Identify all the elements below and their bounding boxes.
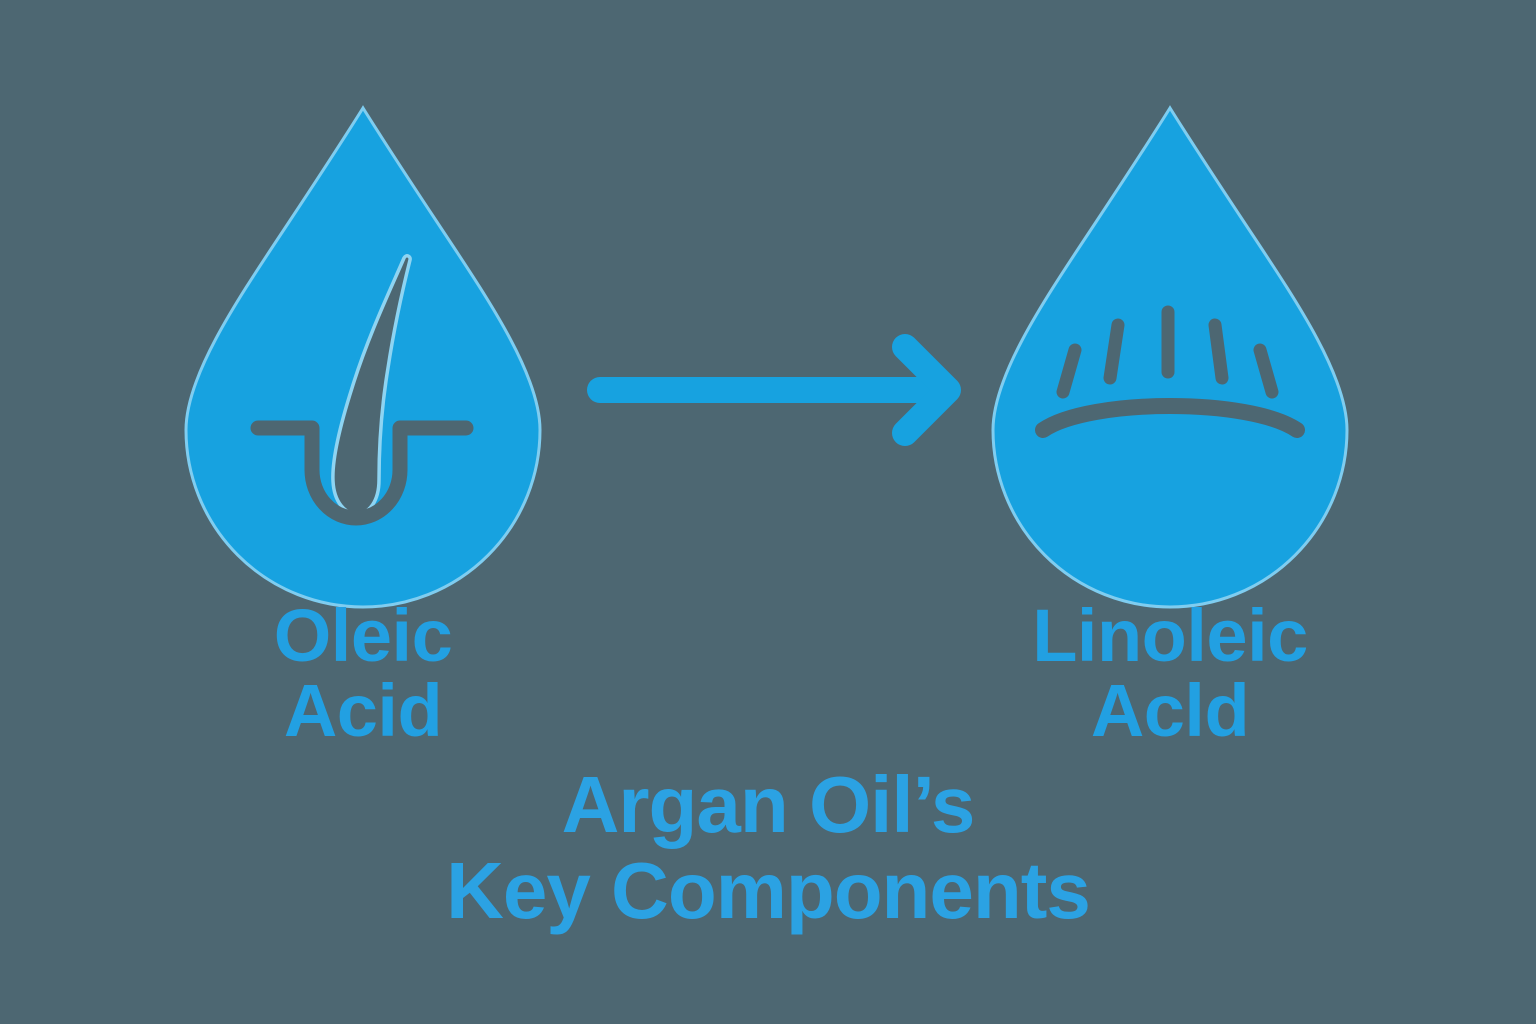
hair-follicle-icon	[250, 254, 474, 526]
eyelash-icon	[1035, 305, 1305, 438]
left-label: Oleic Acid	[273, 594, 453, 753]
lash-4	[1208, 318, 1229, 385]
lash-5	[1253, 343, 1279, 399]
right-droplet-group	[991, 106, 1349, 609]
page-title: Argan Oil’s Key Components	[446, 760, 1091, 936]
lash-1	[1056, 343, 1082, 399]
arrow-head	[892, 334, 961, 446]
lash-2	[1103, 318, 1125, 385]
right-arrow-icon	[587, 334, 961, 446]
skin-follicle-line	[250, 420, 474, 526]
left-droplet-group	[184, 106, 542, 609]
hair-strand	[331, 254, 412, 516]
eyelid-arc	[1035, 398, 1305, 438]
right-label: Linoleic Acld	[1032, 594, 1308, 753]
